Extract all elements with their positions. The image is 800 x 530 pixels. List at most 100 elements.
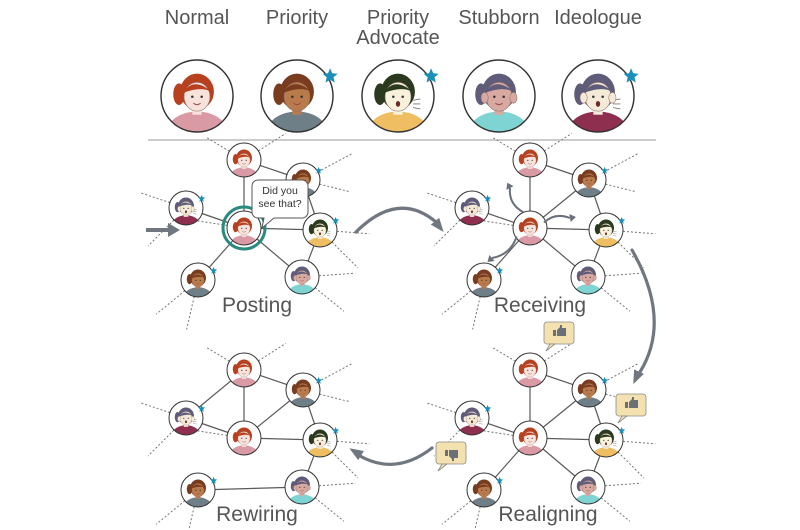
agent-node bbox=[571, 372, 609, 408]
priority-star-icon bbox=[423, 68, 439, 83]
network-stub bbox=[205, 346, 230, 362]
priority-star-icon bbox=[601, 376, 609, 384]
process-flow-arrows bbox=[349, 206, 656, 466]
priority-star-icon bbox=[601, 166, 609, 174]
avatar-border bbox=[512, 352, 548, 388]
network-stub bbox=[314, 287, 345, 312]
network-stub bbox=[331, 241, 359, 269]
network-stub bbox=[600, 497, 631, 522]
agent-node bbox=[466, 472, 504, 508]
network-stub bbox=[147, 429, 175, 457]
legend-avatar bbox=[561, 59, 639, 133]
speech-bubble-text: Did you bbox=[262, 185, 298, 197]
avatar-border bbox=[571, 372, 607, 408]
network-stub bbox=[317, 362, 353, 383]
legend-item-2: Priority bbox=[260, 7, 338, 133]
network-stub bbox=[480, 429, 514, 436]
agent-node bbox=[180, 472, 218, 508]
avatar-border bbox=[226, 210, 262, 246]
avatar-border bbox=[226, 420, 262, 456]
network-stub bbox=[188, 506, 195, 530]
avatar-border bbox=[588, 422, 624, 458]
flow-arrow-path bbox=[354, 206, 438, 234]
network-stub bbox=[318, 482, 356, 487]
shirt bbox=[167, 111, 227, 132]
spread-arrowhead-icon bbox=[487, 254, 495, 262]
avatar-border bbox=[512, 210, 548, 246]
stage-label-rewiring: Rewiring bbox=[216, 503, 298, 526]
spread-arrow bbox=[491, 236, 518, 259]
network-stub bbox=[622, 440, 656, 445]
network-stub bbox=[604, 272, 642, 277]
spread-arrow bbox=[543, 214, 571, 224]
avatar-border bbox=[466, 262, 502, 298]
network-stub bbox=[318, 272, 356, 277]
spread-arrowhead-icon bbox=[569, 214, 576, 222]
agent-node bbox=[302, 422, 340, 458]
legend-avatar bbox=[462, 59, 536, 133]
avatar-border bbox=[168, 190, 204, 226]
priority-star-icon bbox=[496, 476, 504, 484]
agent-node bbox=[226, 142, 262, 178]
avatar-border bbox=[226, 352, 262, 388]
agent-node bbox=[226, 420, 262, 456]
agent-node bbox=[512, 352, 548, 388]
network-stub bbox=[441, 500, 472, 525]
agent-node bbox=[454, 190, 492, 226]
network-stub bbox=[480, 219, 514, 226]
priority-star-icon bbox=[198, 404, 206, 412]
shirt bbox=[568, 111, 628, 132]
avatar-border bbox=[466, 472, 502, 508]
network-stub bbox=[474, 506, 481, 530]
agent-node bbox=[588, 422, 626, 458]
priority-star-icon bbox=[315, 166, 323, 174]
legend-avatar bbox=[160, 59, 234, 133]
avatar-border bbox=[180, 262, 216, 298]
legend-label: Priority bbox=[266, 7, 328, 29]
speech-bubble-text: see that? bbox=[258, 198, 301, 210]
network-stub bbox=[331, 451, 359, 479]
agent-node bbox=[466, 262, 504, 298]
avatar-border bbox=[512, 420, 548, 456]
priority-star-icon bbox=[315, 376, 323, 384]
network-stub bbox=[258, 342, 287, 362]
priority-star-icon bbox=[618, 426, 626, 434]
agent-node bbox=[168, 400, 206, 436]
legend-label: Ideologue bbox=[554, 7, 642, 29]
entry-arrow-icon bbox=[168, 223, 180, 237]
network-stub bbox=[426, 402, 457, 414]
legend-item-1: Normal bbox=[160, 7, 234, 133]
legend-label: Normal bbox=[165, 7, 229, 29]
network-stub bbox=[603, 152, 639, 173]
network-stub bbox=[140, 192, 171, 204]
network-stub bbox=[258, 132, 287, 152]
agent-node bbox=[180, 262, 218, 298]
avatar-border bbox=[160, 59, 234, 133]
agent-node bbox=[226, 210, 262, 246]
spread-arrowhead-icon bbox=[506, 182, 514, 190]
shirt bbox=[469, 111, 529, 132]
flow-arrow-path bbox=[630, 248, 656, 374]
agent-node bbox=[285, 372, 323, 408]
legend-label: Priority bbox=[367, 7, 429, 29]
agent-node bbox=[284, 469, 320, 505]
agent-node bbox=[454, 400, 492, 436]
network-stub bbox=[336, 440, 370, 445]
dislike-reaction-bubble bbox=[435, 441, 467, 472]
agent-node bbox=[168, 190, 206, 226]
stage-label-receiving: Receiving bbox=[494, 294, 586, 317]
avatar-border bbox=[285, 372, 321, 408]
priority-star-icon bbox=[210, 266, 218, 274]
avatar-border bbox=[561, 59, 635, 133]
avatar-border bbox=[226, 142, 262, 178]
avatar-border bbox=[571, 162, 607, 198]
posting-agent-highlight bbox=[221, 205, 267, 251]
avatar-border bbox=[284, 469, 320, 505]
network-realigning bbox=[426, 321, 656, 530]
network-stub bbox=[205, 136, 230, 152]
network-rewiring bbox=[140, 342, 370, 530]
